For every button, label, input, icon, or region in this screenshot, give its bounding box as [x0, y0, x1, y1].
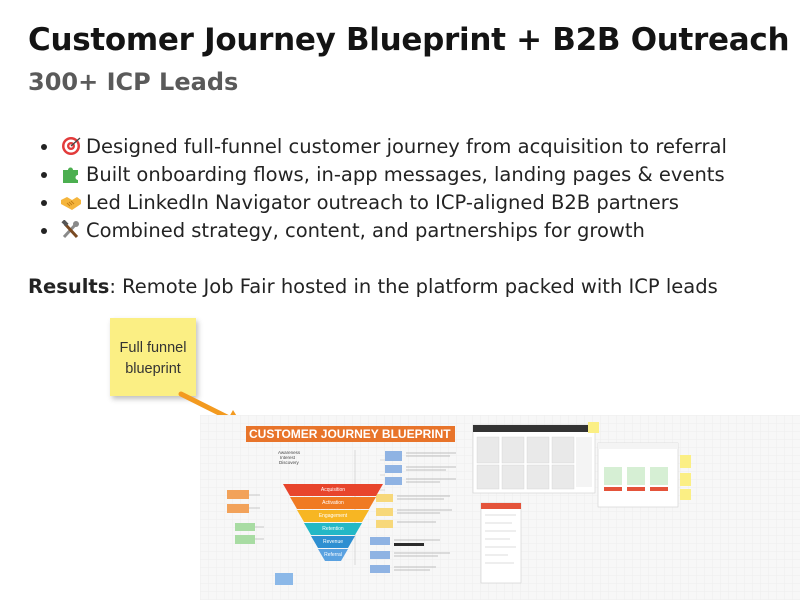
- results-label: Results: [28, 275, 110, 298]
- sticky-note: Full funnel blueprint: [110, 318, 196, 396]
- funnel-stage: Revenue: [311, 536, 355, 548]
- page-subtitle: 300+ ICP Leads: [28, 68, 239, 96]
- handshake-icon: [61, 197, 81, 210]
- funnel-stage: Engagement: [297, 510, 369, 522]
- blueprint-board: [200, 415, 800, 600]
- list-item: Built onboarding flows, in-app messages,…: [60, 161, 727, 189]
- bullet-text: Combined strategy, content, and partners…: [86, 219, 645, 242]
- funnel-stage: Acquisition: [283, 484, 383, 496]
- page-title: Customer Journey Blueprint + B2B Outreac…: [28, 22, 790, 58]
- bullet-text: Led LinkedIn Navigator outreach to ICP-a…: [86, 191, 679, 214]
- funnel-stage: Referral: [318, 549, 348, 561]
- sticky-note-line: blueprint: [125, 361, 181, 377]
- list-item: Combined strategy, content, and partners…: [60, 217, 727, 245]
- board-grid: [200, 415, 800, 600]
- bullet-text: Designed full-funnel customer journey fr…: [86, 135, 727, 158]
- results-line: Results: Remote Job Fair hosted in the p…: [28, 275, 718, 298]
- target-icon: [62, 137, 81, 155]
- blueprint-subheading: Interest: [280, 455, 296, 460]
- sticky-note-line: Full funnel: [119, 340, 187, 356]
- bullet-list: Designed full-funnel customer journey fr…: [42, 133, 727, 245]
- blueprint-subheading: Discovery: [279, 460, 299, 465]
- blueprint-subheading: Awareness: [278, 450, 301, 455]
- funnel-stage: Activation: [290, 497, 376, 509]
- bullet-text: Built onboarding flows, in-app messages,…: [86, 163, 725, 186]
- list-item: Designed full-funnel customer journey fr…: [60, 133, 727, 161]
- blueprint-title: CUSTOMER JOURNEY BLUEPRINT: [246, 426, 455, 442]
- list-item: Led LinkedIn Navigator outreach to ICP-a…: [60, 189, 727, 217]
- funnel-stage: Retention: [304, 523, 362, 535]
- tools-icon: [61, 220, 79, 239]
- puzzle-icon: [63, 167, 78, 183]
- results-text: : Remote Job Fair hosted in the platform…: [109, 275, 718, 298]
